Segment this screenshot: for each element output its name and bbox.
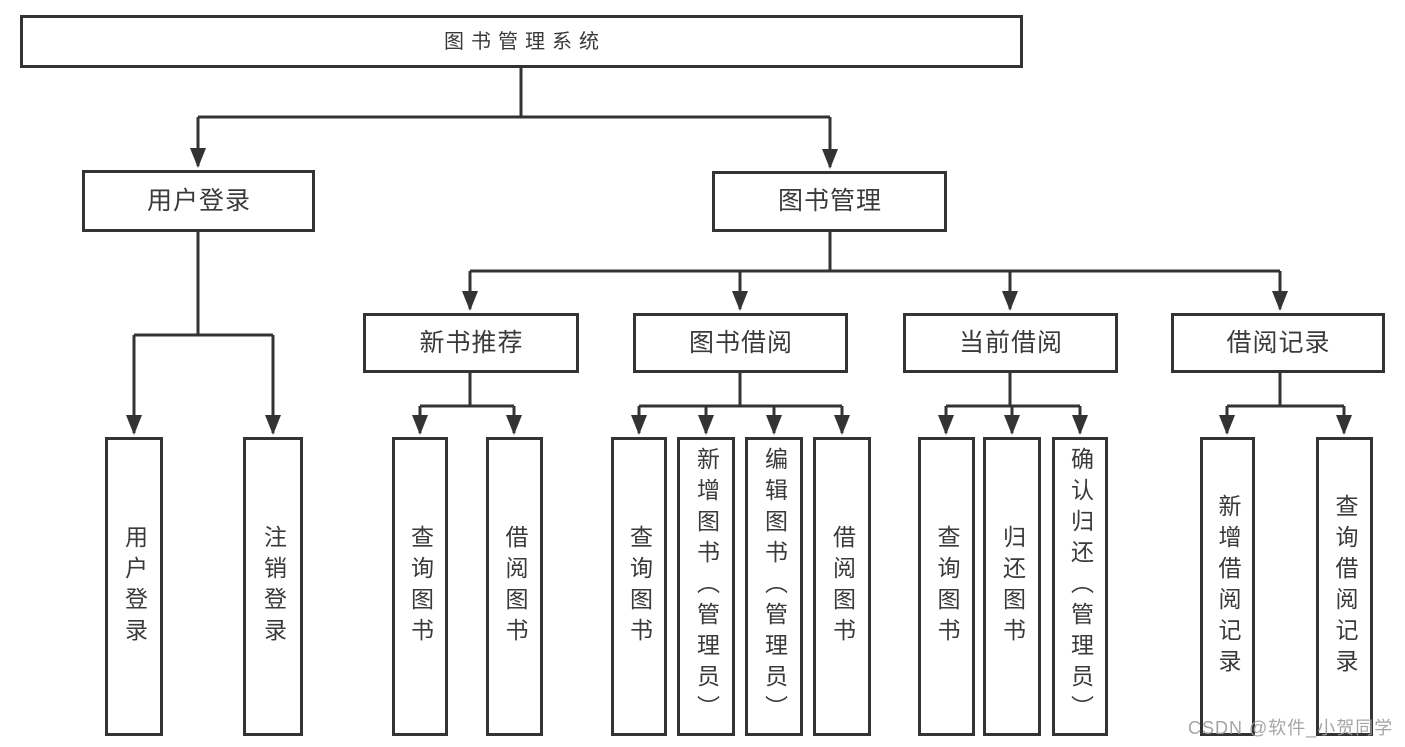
node-label: 注销登录 <box>260 524 287 649</box>
node-label: 查询图书 <box>934 524 960 649</box>
node-label: 确认归还（管理员） <box>1067 447 1094 726</box>
node-label: 新增图书（管理员） <box>693 447 720 726</box>
node-new-book-recommend: 新书推荐 <box>363 313 579 373</box>
leaf-query-books-current: 查询图书 <box>918 437 975 736</box>
node-label: 借阅图书 <box>829 524 856 649</box>
node-label: 查询图书 <box>407 524 434 649</box>
node-current-borrowing: 当前借阅 <box>903 313 1118 373</box>
node-label: 查询图书 <box>626 524 653 649</box>
node-label: 查询借阅记录 <box>1332 493 1358 680</box>
node-user-login: 用户登录 <box>82 170 315 232</box>
leaf-confirm-return-admin: 确认归还（管理员） <box>1052 437 1108 736</box>
node-label: 图书管理 <box>777 187 882 215</box>
leaf-query-books-borrowing: 查询图书 <box>611 437 667 736</box>
leaf-query-borrow-record: 查询借阅记录 <box>1316 437 1373 736</box>
node-label: 用户登录 <box>121 524 148 649</box>
node-label: 图书管理系统 <box>444 30 606 53</box>
node-label: 图书借阅 <box>688 328 793 357</box>
leaf-edit-books-admin: 编辑图书（管理员） <box>745 437 803 736</box>
node-label: 编辑图书（管理员） <box>761 447 788 726</box>
node-book-borrowing: 图书借阅 <box>633 313 848 373</box>
leaf-logout: 注销登录 <box>243 437 303 736</box>
node-label: 当前借阅 <box>958 328 1063 357</box>
node-borrowing-records: 借阅记录 <box>1171 313 1385 373</box>
leaf-user-login: 用户登录 <box>105 437 163 736</box>
node-label: 新增借阅记录 <box>1215 493 1241 680</box>
node-book-management: 图书管理 <box>712 171 947 232</box>
node-label: 借阅图书 <box>502 524 528 649</box>
node-label: 归还图书 <box>999 524 1026 649</box>
leaf-borrow-books-borrowing: 借阅图书 <box>813 437 871 736</box>
node-label: 新书推荐 <box>419 328 524 357</box>
leaf-add-books-admin: 新增图书（管理员） <box>677 437 735 736</box>
node-label: 借阅记录 <box>1226 328 1331 357</box>
watermark: CSDN @软件_小贺同学 <box>1188 718 1394 738</box>
leaf-borrow-books-recommend: 借阅图书 <box>486 437 543 736</box>
node-library-management-system: 图书管理系统 <box>20 15 1023 68</box>
leaf-query-books-recommend: 查询图书 <box>392 437 448 736</box>
leaf-add-borrow-record: 新增借阅记录 <box>1200 437 1255 736</box>
node-label: 用户登录 <box>146 186 251 215</box>
leaf-return-books: 归还图书 <box>983 437 1041 736</box>
